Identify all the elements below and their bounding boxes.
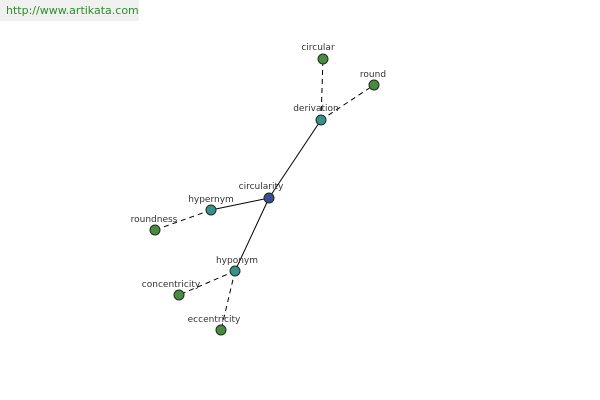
edges-layer <box>154 58 375 331</box>
node-circular[interactable]: circular <box>301 43 335 65</box>
node-eccentricity-label: eccentricity <box>188 315 241 325</box>
node-derivation-dot[interactable] <box>315 114 327 126</box>
edge-circularity-hypernym <box>210 197 270 211</box>
node-round-dot[interactable] <box>368 79 380 91</box>
node-circularity[interactable]: circularity <box>239 182 284 204</box>
source-url-banner[interactable]: http://www.artikata.com <box>0 0 139 21</box>
node-hypernym-label: hypernym <box>188 195 234 205</box>
edge-hypernym-roundness <box>154 209 212 231</box>
node-hypernym-dot[interactable] <box>205 204 217 216</box>
edge-derivation-round <box>320 84 375 121</box>
node-hypernym[interactable]: hypernym <box>188 195 234 216</box>
node-hyponym[interactable]: hyponym <box>216 256 258 277</box>
node-circularity-label: circularity <box>239 182 284 192</box>
edge-derivation-circular <box>320 58 324 121</box>
node-derivation-label: derivation <box>293 104 339 114</box>
node-hyponym-label: hyponym <box>216 256 258 266</box>
node-concentricity-dot[interactable] <box>173 289 185 301</box>
node-hyponym-dot[interactable] <box>229 265 241 277</box>
node-concentricity-label: concentricity <box>142 280 201 290</box>
node-round[interactable]: round <box>360 70 386 91</box>
nodes-layer: circularity derivation hypernym hyponym circ… <box>131 43 386 336</box>
node-derivation[interactable]: derivation <box>293 104 339 126</box>
node-roundness-dot[interactable] <box>149 224 161 236</box>
edge-circularity-hyponym <box>234 197 270 272</box>
node-round-label: round <box>360 70 386 80</box>
node-eccentricity-dot[interactable] <box>215 324 227 336</box>
edge-circularity-derivation <box>268 119 322 199</box>
edge-hyponym-eccentricity <box>220 270 236 331</box>
node-roundness-label: roundness <box>131 215 178 225</box>
edge-hyponym-concentricity <box>178 270 236 296</box>
node-eccentricity[interactable]: eccentricity <box>188 315 241 336</box>
node-circularity-dot[interactable] <box>263 192 275 204</box>
node-circular-dot[interactable] <box>317 53 329 65</box>
node-circular-label: circular <box>301 43 335 53</box>
node-concentricity[interactable]: concentricity <box>142 280 201 301</box>
node-roundness[interactable]: roundness <box>131 215 178 236</box>
